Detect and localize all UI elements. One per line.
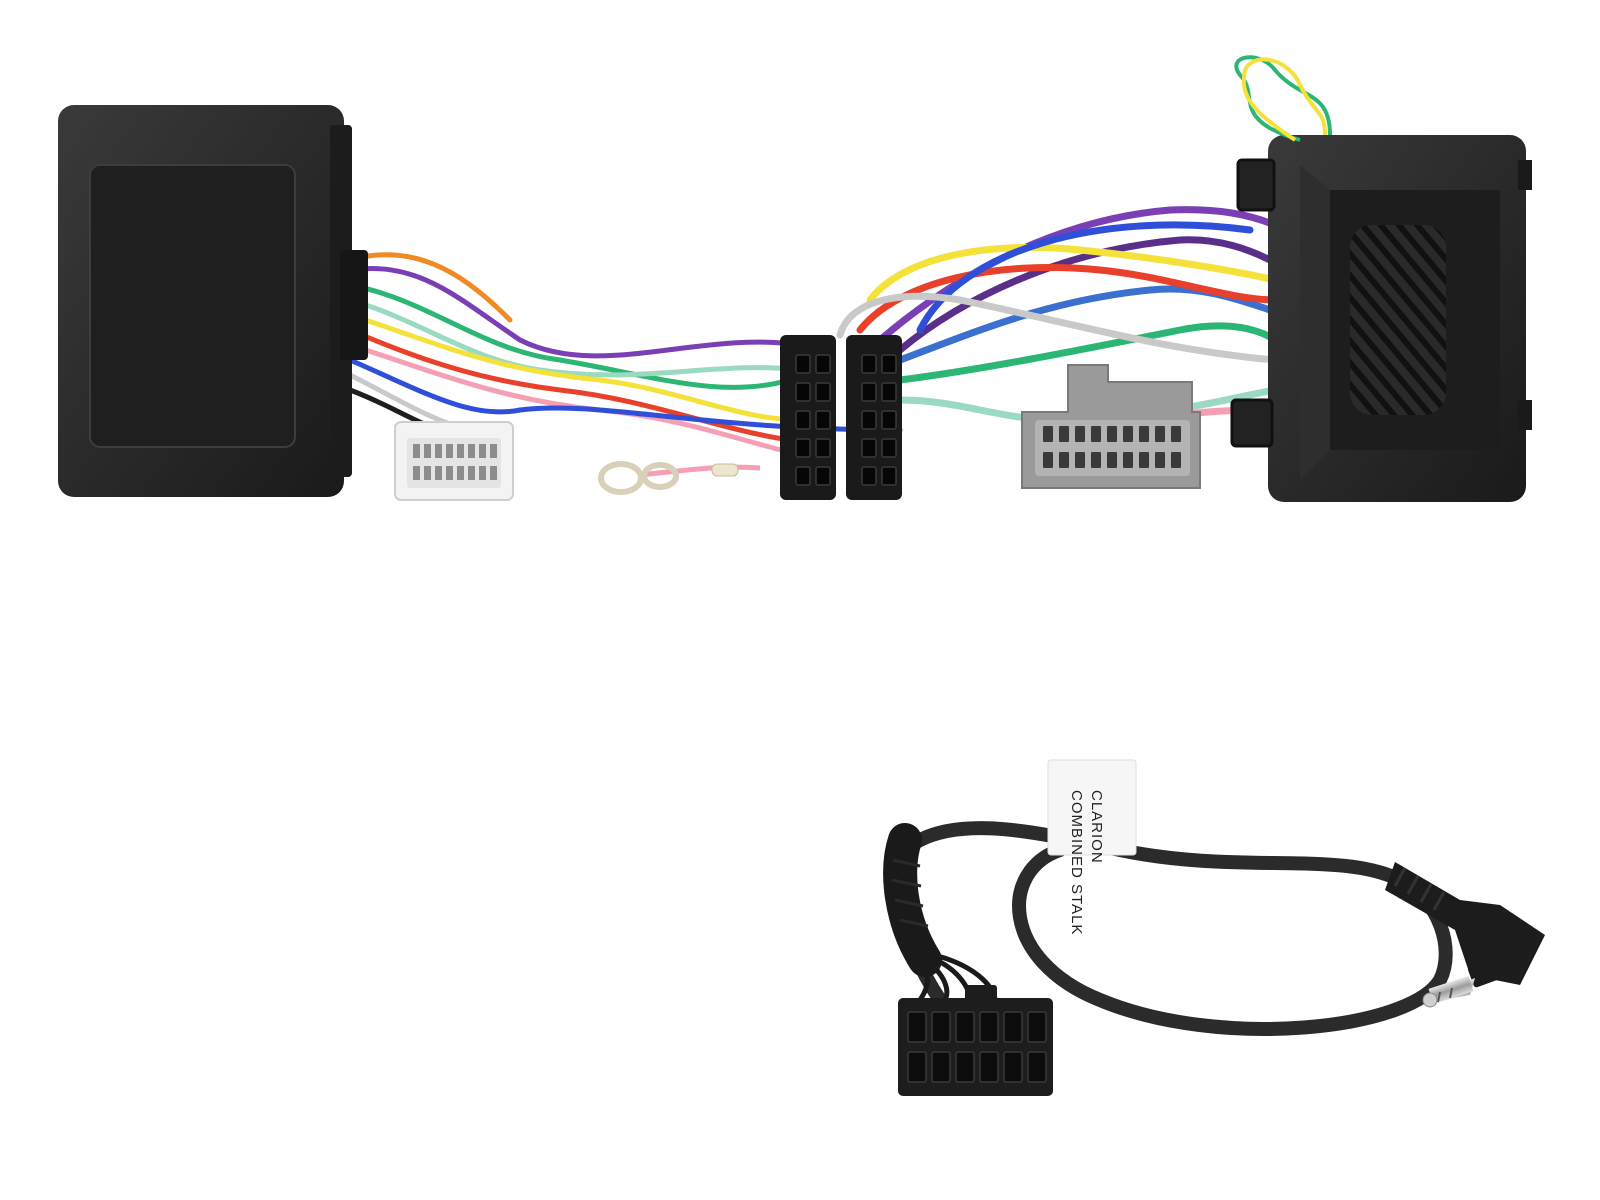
patch-lead: CLARION COMBINED STALK [883, 759, 1545, 1096]
white-vehicle-connector [394, 421, 514, 501]
grey-vehicle-connector [1021, 364, 1201, 489]
speaker-grille [1350, 225, 1446, 415]
label-line-1: CLARION [1088, 790, 1105, 864]
cable-label-flag: CLARION COMBINED STALK [1047, 759, 1137, 935]
twisted-wire-pair [1234, 55, 1332, 142]
molex-plug [898, 985, 1053, 1096]
left-interface-box [58, 105, 368, 497]
right-interface-box [1230, 135, 1532, 502]
iso-connectors [780, 335, 902, 500]
ring-terminals [598, 461, 761, 495]
audio-jack-plug [1385, 862, 1545, 1008]
label-line-2: COMBINED STALK [1068, 790, 1085, 935]
